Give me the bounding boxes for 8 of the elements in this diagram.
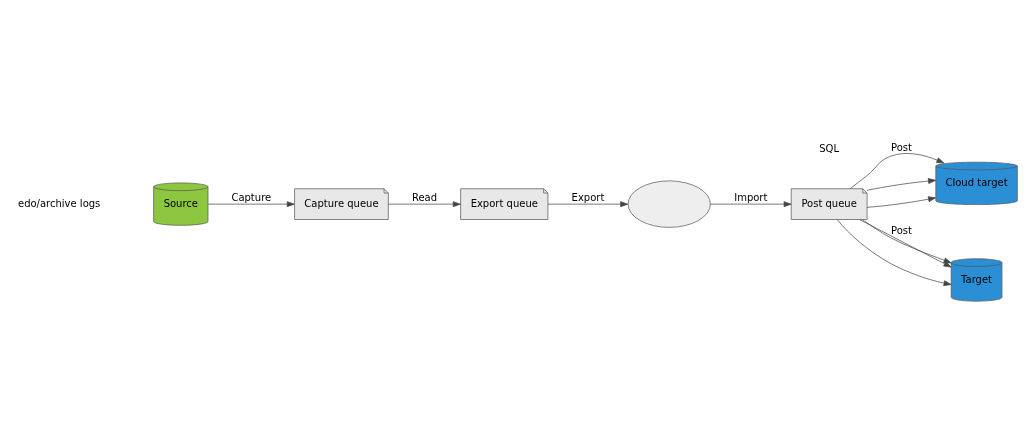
edge-label: Import [734, 191, 768, 203]
edge-label: Capture [231, 191, 272, 203]
edge-label: Read [411, 191, 438, 203]
edge-label: Post [890, 224, 912, 236]
label: SQL [819, 142, 840, 154]
label: edo/archive logs [17, 197, 101, 209]
edge-label: Export [571, 191, 605, 203]
edge-label: Post [890, 141, 912, 153]
